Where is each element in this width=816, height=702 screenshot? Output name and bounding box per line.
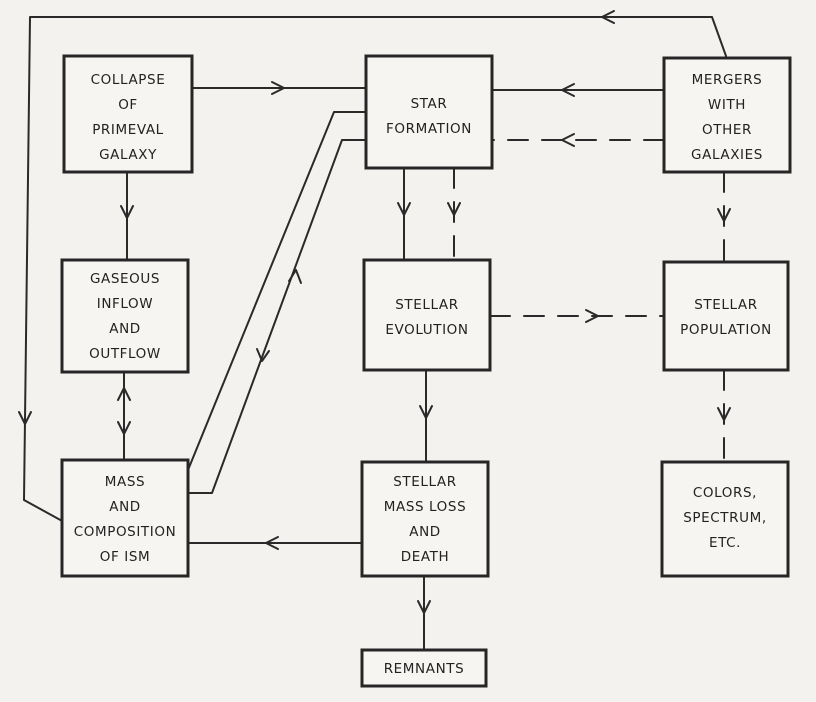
node-ism: MASS AND COMPOSITION OF ISM xyxy=(60,458,190,578)
node-mass-loss-line-3: AND xyxy=(409,524,441,540)
node-ism-line-1: MASS xyxy=(105,474,145,490)
node-star-formation-line-1: STAR xyxy=(411,96,448,112)
node-remnants: REMNANTS xyxy=(360,648,488,688)
edge-evolution-to-mass-loss-arrow xyxy=(419,405,433,419)
node-collapse-line-2: OF xyxy=(118,97,138,113)
edge-population-to-colors-arrow xyxy=(717,407,731,421)
node-stellar-population-line-1: STELLAR xyxy=(694,297,758,313)
edge-gaseous-ism-arrow-up xyxy=(117,387,131,401)
node-mergers-line-1: MERGERS xyxy=(692,72,763,88)
node-gaseous: GASEOUS INFLOW AND OUTFLOW xyxy=(60,258,190,374)
node-collapse-line-3: PRIMEVAL xyxy=(92,122,164,138)
node-gaseous-line-1: GASEOUS xyxy=(90,271,160,287)
node-mass-loss-line-1: STELLAR xyxy=(393,474,457,490)
node-ism-line-3: COMPOSITION xyxy=(74,524,177,540)
edge-star-formation-to-ism-arrow xyxy=(256,348,270,362)
node-collapse-line-1: COLLAPSE xyxy=(91,72,166,88)
edge-mass-loss-to-remnants-arrow xyxy=(417,600,431,614)
node-stellar-evolution: STELLAR EVOLUTION xyxy=(362,258,492,372)
edge-collapse-to-gaseous-arrow xyxy=(120,205,134,219)
node-colors: COLORS, SPECTRUM, ETC. xyxy=(660,460,790,578)
edge-mergers-to-population-arrow xyxy=(717,208,731,222)
node-mergers-line-3: OTHER xyxy=(702,122,752,138)
edge-ism-to-star-formation-arrow xyxy=(288,269,302,284)
edge-evolution-to-population-arrow xyxy=(585,309,599,323)
node-collapse-line-4: GALAXY xyxy=(99,147,157,163)
node-gaseous-line-4: OUTFLOW xyxy=(89,346,161,362)
edge-ism-to-star-formation xyxy=(187,139,367,494)
node-stellar-evolution-line-2: EVOLUTION xyxy=(385,322,468,338)
node-mass-loss: STELLAR MASS LOSS AND DEATH xyxy=(360,460,490,578)
edge-mergers-to-star-formation-arrow xyxy=(561,83,575,97)
node-ism-line-4: OF ISM xyxy=(100,549,150,565)
node-mass-loss-line-2: MASS LOSS xyxy=(384,499,467,515)
node-stellar-evolution-line-1: STELLAR xyxy=(395,297,459,313)
node-mergers: MERGERS WITH OTHER GALAXIES xyxy=(662,56,792,174)
edge-star-formation-to-evolution-arrow xyxy=(397,202,411,216)
edge-mergers-loop-to-ism xyxy=(23,16,727,523)
node-colors-line-2: SPECTRUM, xyxy=(683,510,767,526)
node-collapse: COLLAPSE OF PRIMEVAL GALAXY xyxy=(62,54,194,174)
node-mergers-line-4: GALAXIES xyxy=(691,147,763,163)
edge-mergers-to-star-formation-dashed-arrow xyxy=(561,133,575,147)
node-gaseous-line-3: AND xyxy=(109,321,141,337)
node-colors-line-3: ETC. xyxy=(709,535,741,551)
node-ism-line-2: AND xyxy=(109,499,141,515)
node-remnants-label: REMNANTS xyxy=(384,661,465,677)
edge-gaseous-ism-arrow-down xyxy=(117,421,131,435)
node-stellar-population: STELLAR POPULATION xyxy=(662,260,790,372)
node-star-formation: STAR FORMATION xyxy=(364,54,494,170)
edge-mass-loss-to-ism-arrow xyxy=(265,536,279,550)
node-star-formation-line-2: FORMATION xyxy=(386,121,472,137)
node-mass-loss-line-4: DEATH xyxy=(401,549,450,565)
edge-star-formation-to-evolution-dashed-arrow xyxy=(447,202,461,216)
node-colors-line-1: COLORS, xyxy=(693,485,757,501)
node-mergers-line-2: WITH xyxy=(708,97,746,113)
edge-collapse-to-star-formation-arrow xyxy=(271,81,285,95)
edge-star-formation-to-ism xyxy=(187,111,367,471)
edge-mergers-loop-arrow-top xyxy=(601,10,615,24)
node-gaseous-line-2: INFLOW xyxy=(97,296,153,312)
node-stellar-population-line-2: POPULATION xyxy=(680,322,772,338)
edge-mergers-loop-arrow-left xyxy=(18,411,32,425)
